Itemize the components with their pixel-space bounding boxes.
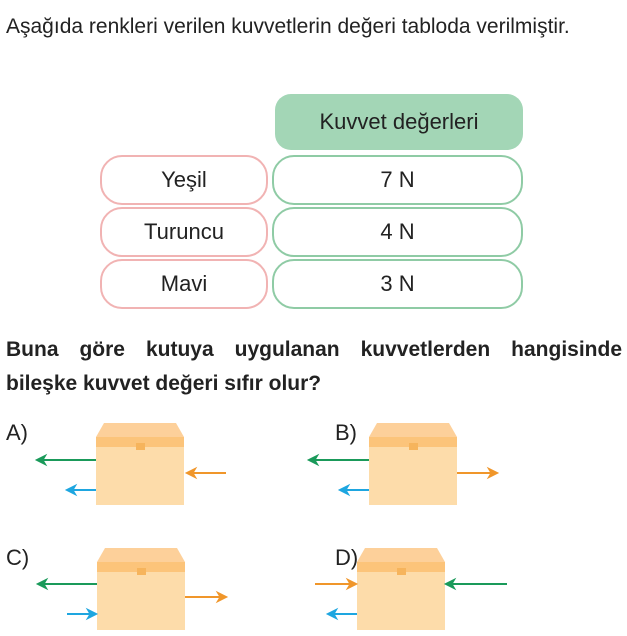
color-cell-green: Yeşil xyxy=(100,155,268,205)
question-text: Buna göre kutuya uygulanan kuvvetlerden … xyxy=(6,338,622,395)
option-b-diagram xyxy=(306,423,500,505)
blue-arrow xyxy=(67,607,99,621)
green-arrow xyxy=(34,453,96,467)
orange-arrow xyxy=(185,590,229,604)
intro-text: Aşağıda renkleri verilen kuvvetlerin değ… xyxy=(6,15,570,38)
orange-arrow xyxy=(315,577,359,591)
blue-arrow xyxy=(337,483,369,497)
orange-arrow xyxy=(184,466,226,480)
option-d-diagram xyxy=(315,548,507,630)
blue-arrow xyxy=(325,607,357,621)
option-a-diagram xyxy=(34,423,226,505)
blue-arrow xyxy=(64,483,96,497)
value-cell-blue: 3 N xyxy=(272,259,523,309)
green-arrow xyxy=(35,577,97,591)
color-cell-blue: Mavi xyxy=(100,259,268,309)
green-arrow xyxy=(306,453,369,467)
option-b-label[interactable]: B) xyxy=(335,420,357,445)
box-icon xyxy=(369,423,457,505)
orange-arrow xyxy=(457,466,500,480)
table-header: Kuvvet değerleri xyxy=(275,94,523,150)
green-arrow xyxy=(443,577,507,591)
color-cell-orange: Turuncu xyxy=(100,207,268,257)
value-cell-green: 7 N xyxy=(272,155,523,205)
value-cell-orange: 4 N xyxy=(272,207,523,257)
option-a-label[interactable]: A) xyxy=(6,420,28,445)
option-c-diagram xyxy=(35,548,229,630)
option-d-label[interactable]: D) xyxy=(335,545,359,570)
box-icon xyxy=(97,548,185,630)
box-icon xyxy=(96,423,184,505)
option-c-label[interactable]: C) xyxy=(6,545,30,570)
box-icon xyxy=(357,548,445,630)
